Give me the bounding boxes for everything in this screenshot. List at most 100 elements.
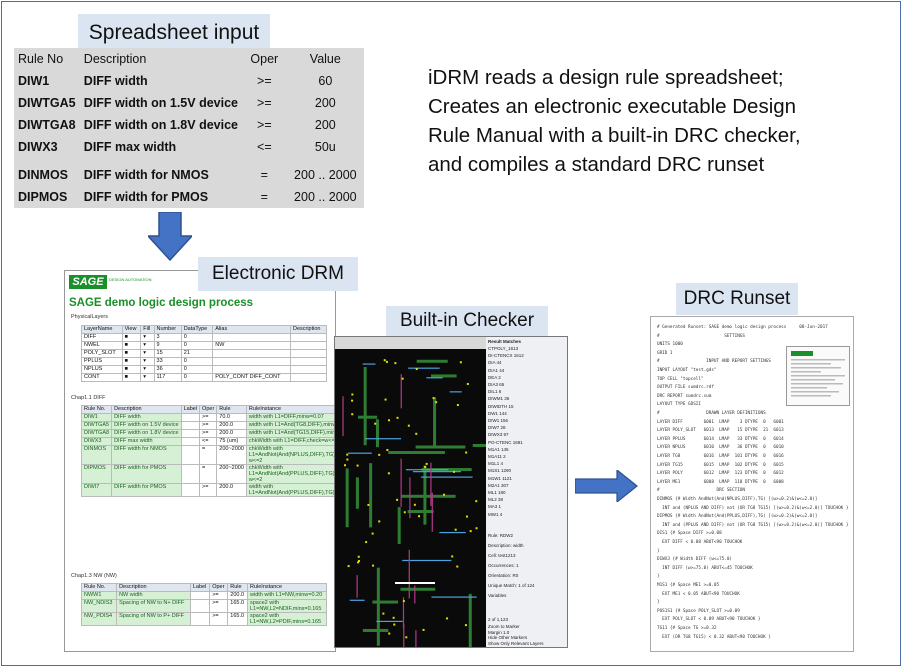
rule-value: 200.0 [227,591,248,600]
rule-no[interactable]: NW_NDIS3 [80,599,118,613]
layout-contact [372,564,375,567]
layer-number: 117 [153,373,182,382]
spreadsheet-cell: 200 .. 2000 [294,168,357,182]
result-match-item[interactable]: DIA1 44 [488,367,505,373]
rule-description: DIFF width on 1.8V device [111,429,182,438]
spreadsheet-cell: >= [257,118,272,132]
layout-metal-vertical [414,585,416,604]
layout-contact [351,399,354,402]
result-match-item[interactable]: M2A1 307 [488,482,509,488]
result-match-item[interactable]: DIWIDTH 15 [488,403,514,409]
rule-oper: >= [209,591,229,600]
result-match-item[interactable]: MW1 4 [488,511,503,517]
section-diff[interactable]: Chap1.1 DIFF [71,395,106,401]
layer-fill-icon[interactable]: ▾ [140,341,155,350]
layer-view-icon[interactable]: ■ [121,365,142,374]
layout-poly-horizontal [358,415,378,419]
layout-metal-vertical [430,462,432,506]
rule-no[interactable]: DIW1 [80,413,113,422]
checker-option[interactable]: Hide Other Markers [488,635,528,640]
layer-alias [212,333,291,342]
layer-header-cell: LayerName [81,325,123,334]
result-match-item[interactable]: M1L1 4 [488,461,504,467]
result-match-item[interactable]: CTPOLY_1613 [488,346,519,351]
result-match-item[interactable]: DEA 2 [488,374,501,380]
result-match-item[interactable]: M1A11 2 [488,454,506,459]
result-match-item[interactable]: DIW7 28 [488,425,506,431]
layer-view-icon[interactable]: ■ [121,333,142,342]
rule-no[interactable]: NWW1 [80,591,118,600]
result-match-item[interactable]: MA3 1 [488,504,502,510]
layout-contact [394,362,397,365]
layer-fill-icon[interactable]: ▾ [140,349,155,358]
layer-view-icon[interactable]: ■ [121,373,142,382]
spreadsheet-cell: 200 [314,96,336,110]
result-match-item[interactable]: DIWM1 36 [488,396,510,402]
summary-line: and compiles a standard DRC runset [428,153,765,176]
runset-line: LAYER POLY_SLOT 6013 LMAP 15 DTYPE 21 60… [657,428,784,434]
layer-view-icon[interactable]: ■ [121,349,142,358]
layer-fill-icon[interactable]: ▾ [140,365,155,374]
layout-contact [382,612,385,615]
layout-contact [415,368,418,371]
result-match-item[interactable]: ML1 180 [488,490,506,495]
section-physical-layers[interactable]: PhysicalLayers [71,314,108,320]
result-match-item[interactable]: DIW1 156 [488,418,509,423]
checker-option[interactable]: Show Only Relevant Layers [488,640,544,646]
summary-line: Creates an electronic executable Design [428,95,797,118]
layer-fill-icon[interactable]: ▾ [140,357,155,366]
rule-no[interactable]: DIWI7 [80,483,113,497]
rule-oper: >= [199,421,218,430]
result-match-item[interactable]: ML2 38 [488,497,504,503]
marker-highlight [395,582,435,584]
layout-contact [415,432,418,435]
section-nw[interactable]: Chap1.3 NW (NW) [71,573,117,579]
result-match-item[interactable]: DW1 144 [488,410,507,416]
rule-no[interactable]: DIPMOS [80,464,113,484]
result-match-item[interactable]: DIL1 6 [488,389,502,395]
layout-contact [456,565,459,568]
layer-view-icon[interactable]: ■ [121,357,142,366]
result-match-item[interactable]: M1W1 1121 [488,475,512,481]
layout-contact [413,503,416,506]
spreadsheet-cell: 200 .. 2000 [294,190,357,204]
result-match-item[interactable]: M1A1 145 [488,446,509,452]
electronic-drm-title: Electronic DRM [198,257,358,291]
layer-view-icon[interactable]: ■ [121,341,142,350]
layer-fill-icon[interactable]: ▾ [140,333,155,342]
rule-oper: <= [199,437,218,446]
rule-no[interactable]: DIWTGA8 [80,429,113,438]
checker-option[interactable]: Zoom to Marker [488,624,520,629]
result-match-item[interactable]: M1S1 1290 [488,468,512,474]
rule-no[interactable]: DIWX3 [80,437,113,446]
rule-description: Spacing of NW to P+ DIFF [116,612,191,626]
runset-line: INPUT LAYOUT "test.gds" [657,368,717,373]
result-match-item[interactable]: DIA 44 [488,360,502,366]
checker-toolbar [335,337,486,349]
result-match-item[interactable]: DI-CTENCX 1612 [488,353,524,359]
layout-canvas[interactable] [335,337,486,647]
layout-metal-vertical [356,575,358,598]
rule-no[interactable]: DINMOS [80,445,113,465]
marker-pager[interactable]: 2 of 1,123 [488,617,509,622]
layout-contact [357,561,360,564]
result-match-item[interactable]: PO-CTENC 1691 [488,439,523,445]
layout-contact [443,493,446,496]
layer-description [289,357,328,366]
rule-no[interactable]: NW_PDIS4 [80,612,118,626]
layout-contact [396,416,399,419]
runset-line: EXT DIFF < 0.08 ABUT<90 TOUCHOK [657,540,743,545]
checker-option[interactable]: Margin 1.0 [488,629,510,635]
rule-label [180,445,201,465]
rule-no[interactable]: DIWTGA5 [80,421,113,430]
result-match-item[interactable]: DIA3 65 [488,382,505,387]
summary-text: iDRM reads a design rule spreadsheet; Cr… [428,63,868,179]
layout-contact [386,448,389,451]
layer-fill-icon[interactable]: ▾ [140,373,155,382]
layout-poly-vertical [375,419,379,448]
result-match-item[interactable]: DIWX3 97 [488,432,509,438]
